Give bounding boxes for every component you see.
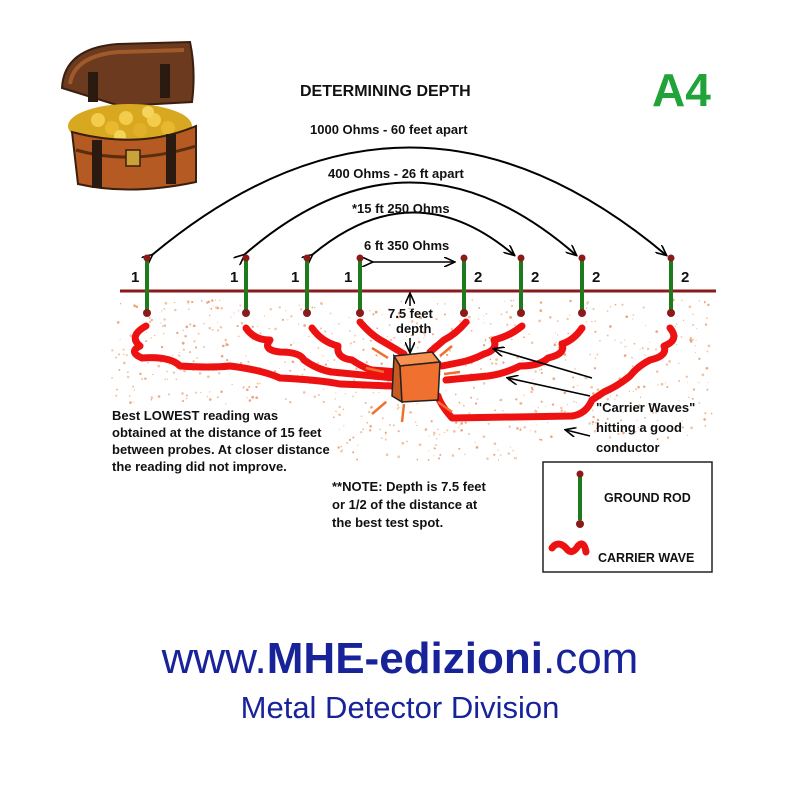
probe-number: 1 xyxy=(131,269,139,286)
ground-rod-top xyxy=(242,254,250,262)
arc-15-ft xyxy=(312,211,514,256)
ground-rod-tip xyxy=(578,309,586,317)
ground-rod-top xyxy=(356,254,364,262)
url-prefix: www. xyxy=(161,634,267,683)
legend: GROUND ROD CARRIER WAVE xyxy=(542,461,713,573)
probe-number: 2 xyxy=(592,269,600,286)
website-url[interactable]: www.MHE-edizioni.com xyxy=(0,634,800,684)
depth-label-line1: 7.5 feet xyxy=(388,306,433,321)
a4-badge: A4 xyxy=(652,64,711,116)
probe-number: 1 xyxy=(230,269,238,286)
bottom-note-line1: **NOTE: Depth is 7.5 feet xyxy=(332,479,487,494)
ground-rod-tip xyxy=(242,309,250,317)
good-conductor xyxy=(365,345,461,423)
ground-rods: 1 1 1 1 2 2 2 2 xyxy=(131,254,689,317)
diagram-title: DETERMINING DEPTH xyxy=(300,83,471,100)
left-note-line3: between probes. At closer distance xyxy=(112,442,330,457)
legend-ground-rod-label: GROUND ROD xyxy=(604,491,691,505)
arc-label-15-ft: *15 ft 250 Ohms xyxy=(352,201,450,216)
ground-rod-tip xyxy=(356,309,364,317)
callout-arrows xyxy=(494,349,593,436)
arc-label-6-ft: 6 ft 350 Ohms xyxy=(364,238,449,253)
ground-rod-tip xyxy=(667,309,675,317)
division-subtitle: Metal Detector Division xyxy=(240,690,560,725)
ground-rod-tip xyxy=(143,309,151,317)
arc-label-1000-ohms: 1000 Ohms - 60 feet apart xyxy=(310,122,468,137)
ground-rod-top xyxy=(578,254,586,262)
arc-400-ohms xyxy=(244,181,576,256)
probe-number: 2 xyxy=(531,269,539,286)
carrier-note-line1: "Carrier Waves" xyxy=(596,400,695,415)
legend-carrier-wave-label: CARRIER WAVE xyxy=(598,551,694,565)
ground-rod-top xyxy=(667,254,675,262)
left-note-line1: Best LOWEST reading was xyxy=(112,408,278,423)
arc-label-400-ohms: 400 Ohms - 26 ft apart xyxy=(328,166,464,181)
carrier-note-line3: conductor xyxy=(596,440,660,455)
ground-rod-top xyxy=(303,254,311,262)
carrier-note-line2: hitting a good xyxy=(596,420,682,435)
probe-number: 2 xyxy=(681,269,689,286)
legend-wave-icon xyxy=(548,540,590,556)
treasure-chest-icon xyxy=(60,40,197,191)
probe-number: 1 xyxy=(291,269,299,286)
ground-rod-tip xyxy=(460,309,468,317)
ground-rod-top xyxy=(517,254,525,262)
ground-rod-top xyxy=(460,254,468,262)
left-note-line2: obtained at the distance of 15 feet xyxy=(112,425,322,440)
left-note-line4: the reading did not improve. xyxy=(112,459,287,474)
probe-number: 1 xyxy=(344,269,352,286)
ground-rod-top xyxy=(143,254,151,262)
ground-rod-tip xyxy=(303,309,311,317)
url-suffix: .com xyxy=(542,634,639,683)
arc-1000-ohms xyxy=(152,146,666,256)
depth-label-line2: depth xyxy=(396,321,431,336)
probe-number: 2 xyxy=(474,269,482,286)
bottom-note-line3: the best test spot. xyxy=(332,515,443,530)
url-brand: MHE-edizioni xyxy=(266,634,543,683)
measurement-arcs xyxy=(152,146,666,263)
ground-rod-tip xyxy=(517,309,525,317)
bottom-note-line2: or 1/2 of the distance at xyxy=(332,497,478,512)
